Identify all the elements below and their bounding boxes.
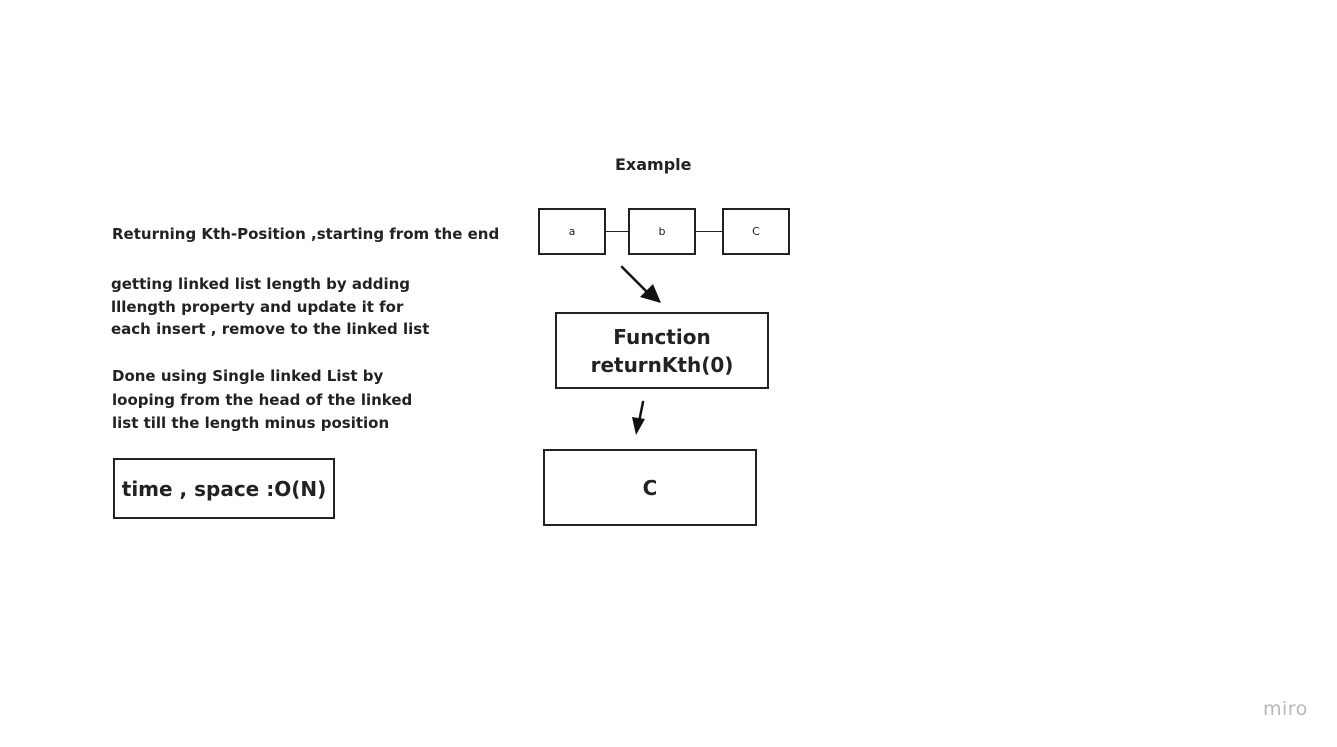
node-connector — [606, 231, 628, 232]
example-title: Example — [615, 155, 692, 174]
linked-list-node: a — [538, 208, 606, 255]
approach-note-line: list till the length minus position — [112, 414, 390, 432]
node-label: b — [658, 225, 666, 238]
arrow-to-function — [620, 265, 661, 303]
result-text: C — [642, 475, 658, 500]
length-note: getting linked list length by adding lll… — [111, 273, 429, 341]
linked-list-node: b — [628, 208, 696, 255]
length-note-line: lllength property and update it for — [111, 297, 404, 316]
length-note-line: each insert , remove to the linked list — [111, 320, 430, 338]
complexity-text: time , space :O(N) — [121, 476, 327, 501]
length-note-line: getting linked list length by adding — [111, 275, 410, 293]
linked-list-node: C — [722, 208, 790, 255]
node-label: C — [752, 225, 760, 238]
function-box: Function returnKth(0) — [555, 312, 769, 389]
approach-note-line: looping from the head of the linked — [112, 390, 413, 409]
approach-note: Done using Single linked List by looping… — [112, 365, 412, 436]
miro-watermark: miro — [1263, 698, 1308, 720]
arrow-to-result — [632, 400, 645, 435]
result-box: C — [543, 449, 757, 526]
function-line: returnKth(0) — [590, 352, 734, 377]
node-connector — [696, 231, 722, 232]
heading-text: Returning Kth-Position ,starting from th… — [112, 225, 500, 243]
approach-note-line: Done using Single linked List by — [112, 367, 384, 385]
complexity-box: time , space :O(N) — [113, 458, 335, 519]
node-label: a — [568, 225, 576, 238]
function-line: Function — [613, 324, 711, 349]
